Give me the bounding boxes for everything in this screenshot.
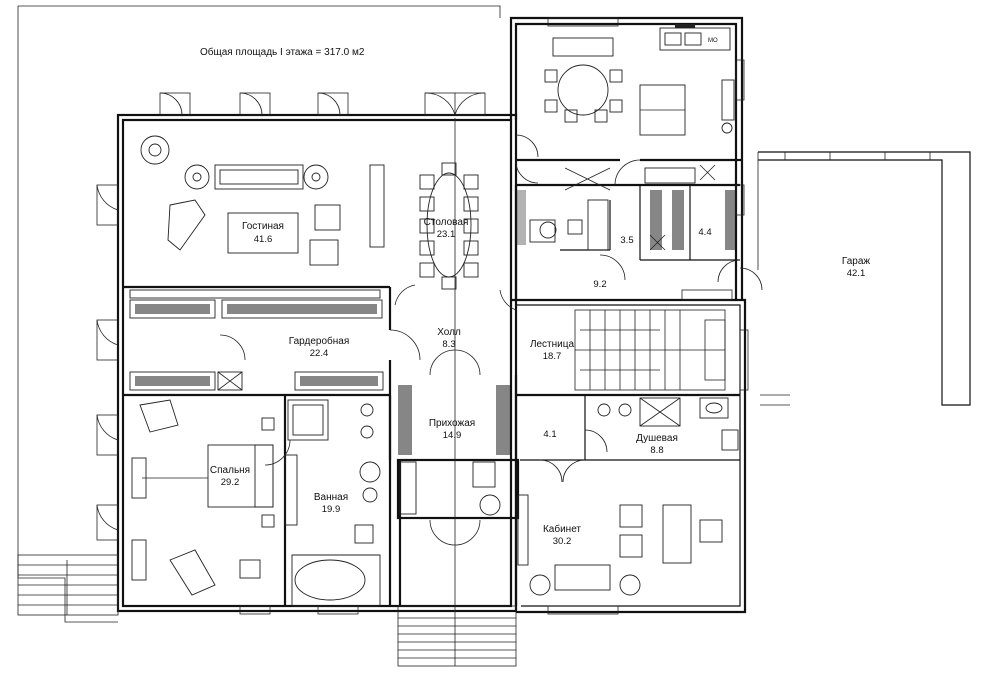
- windows: [96, 17, 749, 615]
- entry-furniture: [399, 118, 501, 546]
- room-area-unnamed-4: 4.1: [543, 429, 556, 440]
- room-area-living: 41.6: [254, 234, 273, 245]
- wardrobe-shelves: [129, 190, 735, 455]
- room-area-bathroom: 19.9: [322, 504, 341, 515]
- room-name-bathroom: Ванная: [314, 492, 348, 503]
- room-name-office: Кабинет: [543, 523, 581, 535]
- garage-outline: [757, 151, 971, 406]
- room-area-unnamed-1: 3.5: [620, 235, 633, 246]
- room-labels: Гостиная 41.6 Столовая 23.1 Холл 8.3 Гар…: [210, 217, 871, 547]
- room-area-unnamed-2: 4.4: [698, 227, 711, 238]
- plan-title: Общая площадь I этажа = 317.0 м2: [200, 46, 365, 58]
- interior-doors: [219, 284, 517, 466]
- kitchen-furniture: MO: [544, 24, 735, 136]
- room-name-shower: Душевая: [636, 433, 678, 444]
- room-area-dining: 23.1: [437, 229, 456, 240]
- room-area-office: 30.2: [553, 536, 572, 547]
- interior-walls: [123, 158, 742, 606]
- room-name-dining: Столовая: [424, 217, 469, 228]
- room-area-garage: 42.1: [847, 268, 866, 279]
- room-name-stairs: Лестница: [530, 339, 575, 350]
- small-room-fixtures: [515, 134, 763, 291]
- room-name-living: Гостиная: [242, 221, 284, 232]
- staircase: [574, 289, 733, 391]
- site-boundary: [17, 5, 501, 623]
- room-name-wardrobe: Гардеробная: [289, 335, 350, 347]
- outer-walls: [116, 16, 747, 614]
- living-furniture: [140, 135, 385, 266]
- room-area-hall: 8.3: [442, 339, 455, 350]
- shower-fixtures: [539, 397, 739, 483]
- bathroom-fixtures: [284, 399, 381, 607]
- room-name-garage: Гараж: [842, 256, 871, 267]
- room-name-entry: Прихожая: [429, 418, 475, 429]
- room-area-stairs: 18.7: [543, 351, 562, 362]
- dining-furniture: [419, 162, 479, 290]
- office-furniture: [517, 494, 723, 596]
- room-area-shower: 8.8: [650, 445, 663, 456]
- room-name-hall: Холл: [437, 327, 461, 338]
- room-name-bedroom: Спальня: [210, 465, 250, 476]
- room-area-bedroom: 29.2: [221, 477, 240, 488]
- room-area-wardrobe: 22.4: [310, 348, 329, 359]
- room-area-unnamed-3: 9.2: [593, 279, 606, 290]
- bedroom-furniture: [131, 399, 275, 596]
- entry-steps: [17, 460, 517, 667]
- svg-text:MO: MO: [708, 38, 718, 44]
- room-area-entry: 14.9: [443, 430, 462, 441]
